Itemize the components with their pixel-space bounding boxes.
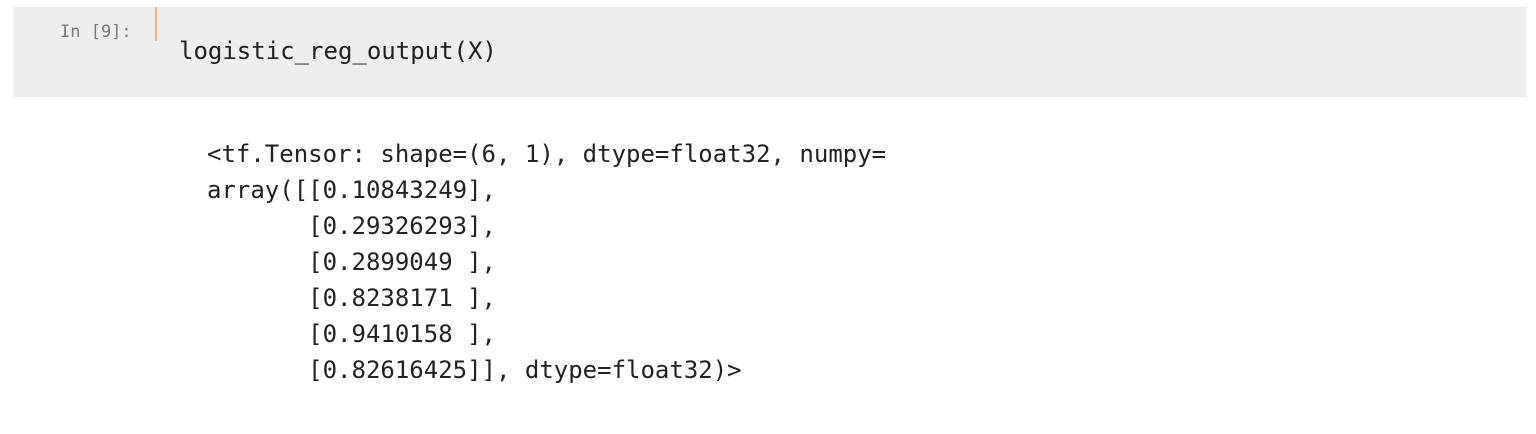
output-line: [0.29326293], xyxy=(207,212,496,240)
output-line: [0.82616425]], dtype=float32)> xyxy=(207,356,742,384)
cell-focus-indicator xyxy=(155,7,157,41)
output-line: <tf.Tensor: shape=(6, 1), dtype=float32,… xyxy=(207,140,887,168)
code-editor[interactable]: logistic_reg_output(X) xyxy=(179,37,497,65)
output-line: [0.2899049 ], xyxy=(207,248,496,276)
output-line: [0.8238171 ], xyxy=(207,284,496,312)
output-line: array([[0.10843249], xyxy=(207,176,496,204)
cell-output: <tf.Tensor: shape=(6, 1), dtype=float32,… xyxy=(207,136,886,388)
code-cell-input[interactable]: In [9]: logistic_reg_output(X) xyxy=(13,7,1526,97)
output-line: [0.9410158 ], xyxy=(207,320,496,348)
input-prompt: In [9]: xyxy=(60,22,132,42)
